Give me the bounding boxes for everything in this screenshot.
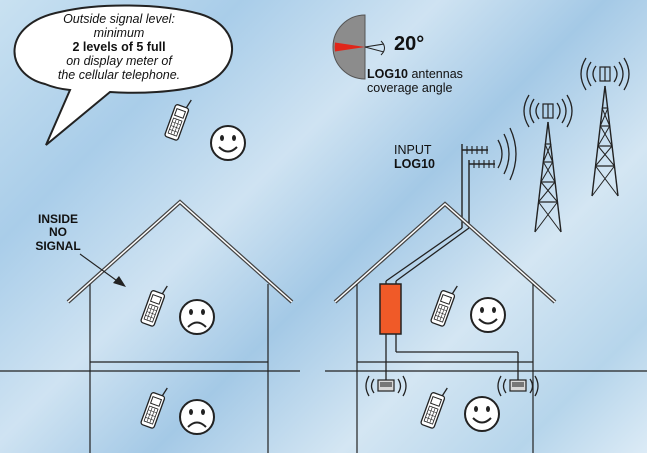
cellphone-icon [419,382,449,430]
smiley-happy-icon [210,125,246,161]
cellphone-icon [139,382,169,430]
inside-no-signal-label: INSIDE NO SIGNAL [18,212,98,253]
cell-tower-icon [591,85,619,197]
yagi-antenna-icon [461,127,517,228]
angle-caption: LOG10 antennas coverage angle [367,67,463,95]
signal-waves-icon [580,57,630,91]
smiley-sad-icon [179,399,215,435]
speech-bubble [13,4,233,146]
cell-tower-icon [534,121,562,233]
angle-value: 20° [394,33,425,55]
input-label-line-1: INPUT [394,143,432,157]
bubble-line-4: on display meter of [66,54,172,68]
angle-caption-line-1: LOG10 antennas [367,67,463,81]
angle-caption-rest: antennas [408,67,463,81]
smiley-sad-icon [179,299,215,335]
bubble-line-5: the cellular telephone. [57,68,181,82]
cellphone-icon [139,280,169,328]
input-label-line-2: LOG10 [394,157,435,171]
bubble-line-3: 2 levels of 5 full [72,40,166,54]
coverage-sector-icon [332,14,385,80]
angle-caption-line-2: coverage angle [367,81,453,95]
inside-label-line-2: NO [49,225,67,240]
cellphone-icon [163,94,193,142]
cellphone-icon [429,280,459,328]
arrow-icon [79,253,126,287]
house-left [0,199,300,453]
inside-label-line-3: SIGNAL [35,238,81,253]
repeater-box [379,283,402,335]
house-right [325,201,647,453]
smiley-happy-icon [464,396,500,432]
bubble-line-1: Outside signal level: [63,12,175,26]
angle-caption-bold: LOG10 [367,67,408,81]
input-label: INPUT LOG10 [394,143,435,171]
inside-label-line-1: INSIDE [37,212,78,226]
bubble-text: Outside signal level: minimum 2 levels o… [24,12,214,82]
smiley-happy-icon [470,297,506,333]
bubble-line-2: minimum [93,26,145,40]
